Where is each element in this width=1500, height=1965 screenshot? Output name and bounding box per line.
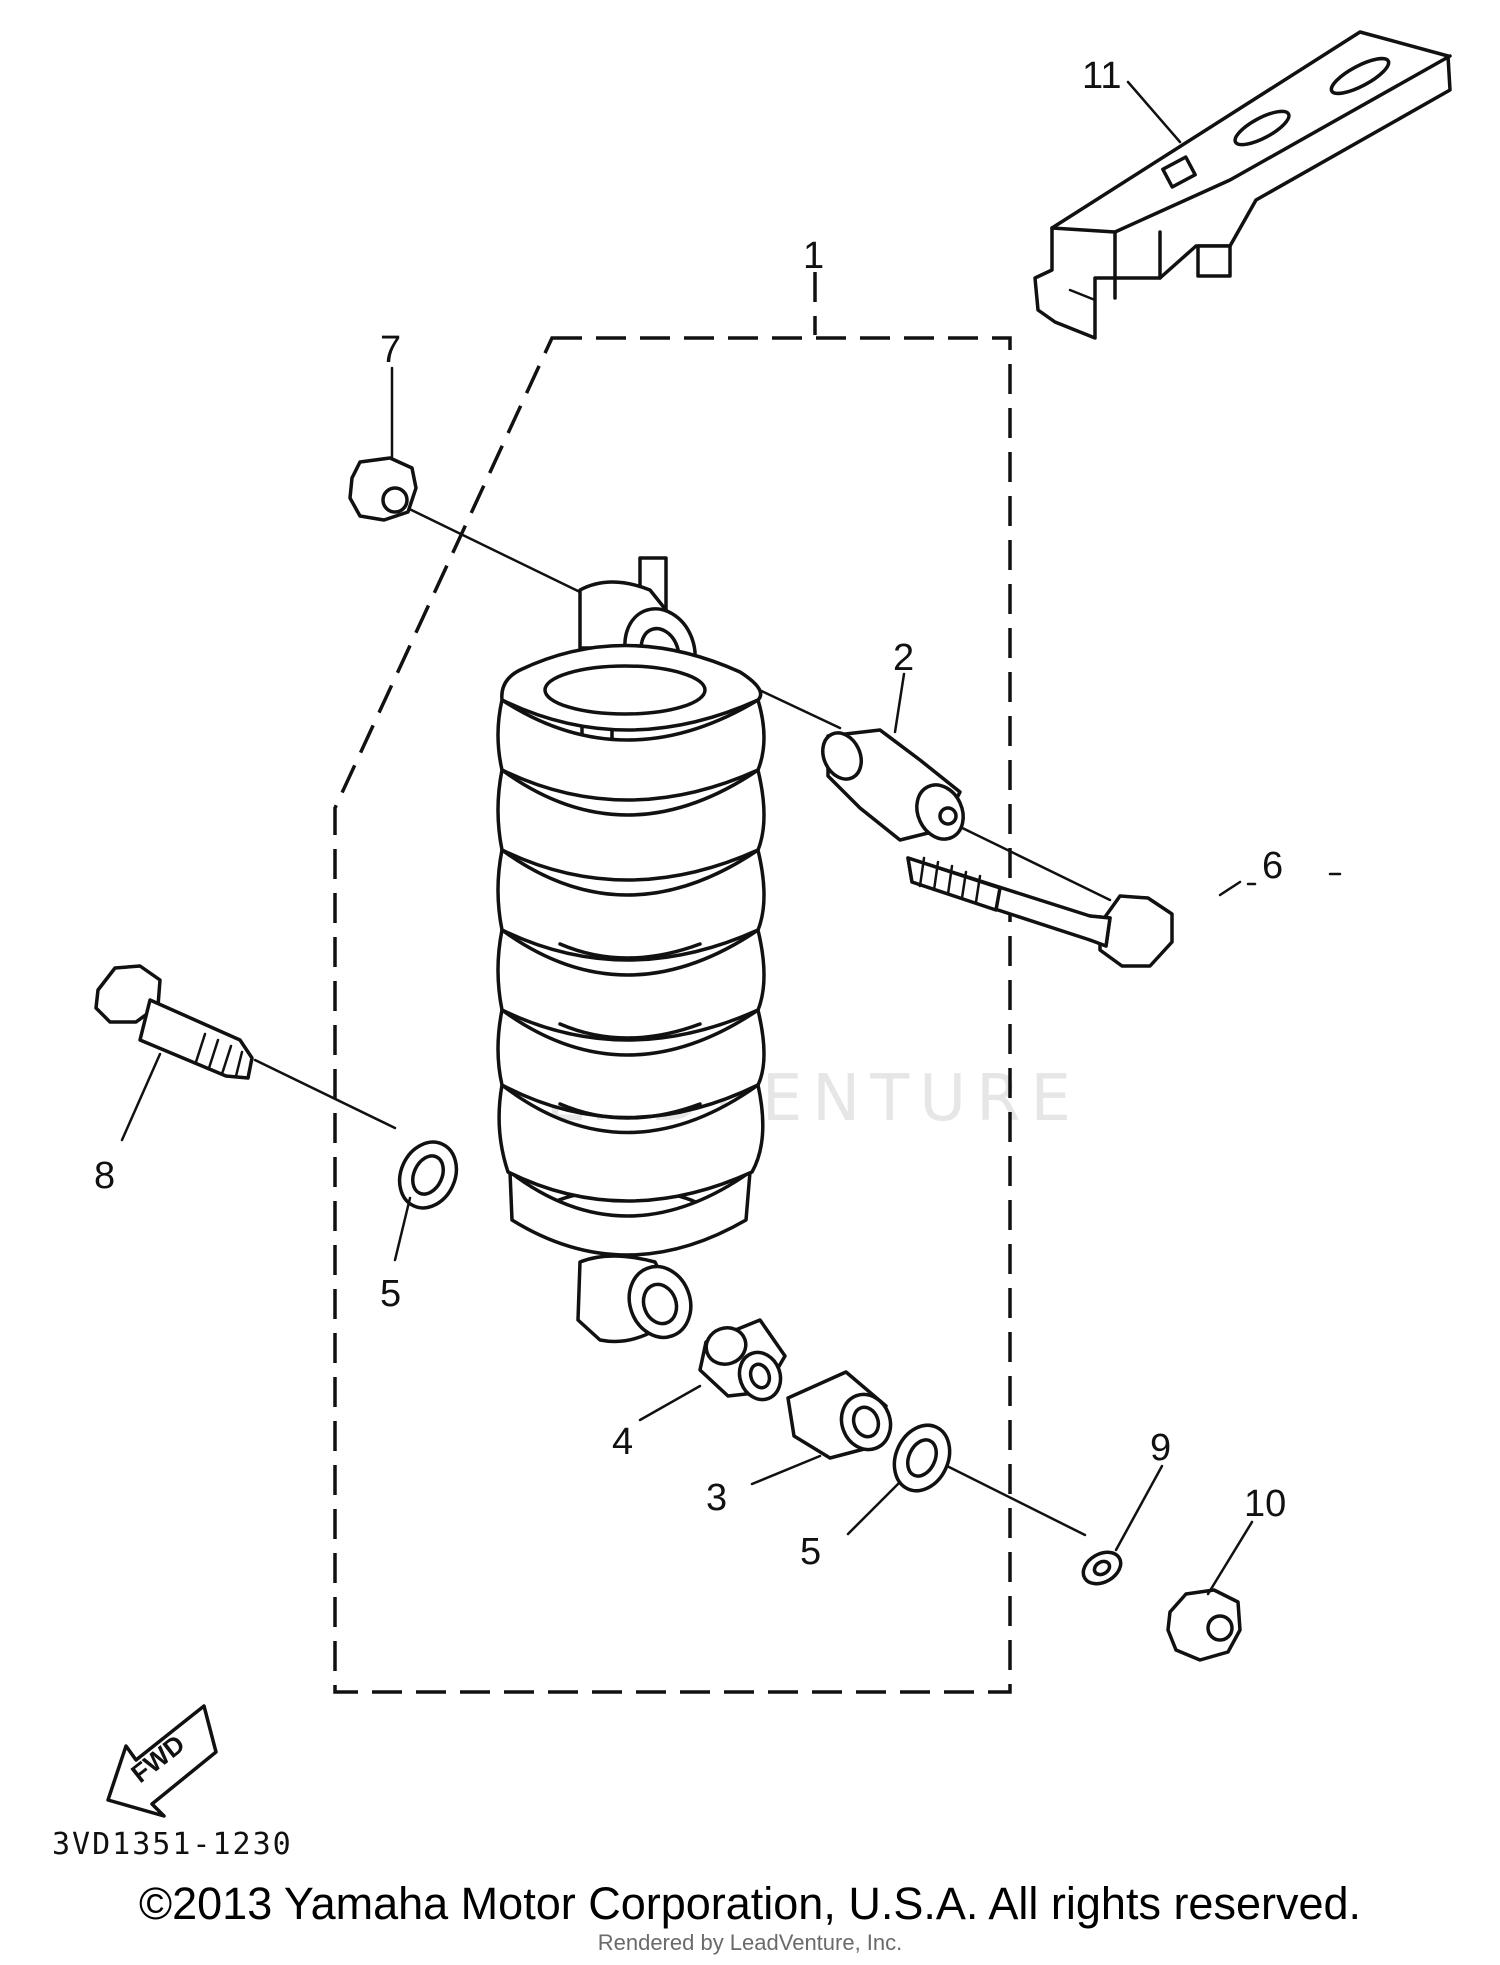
callout-2: 2 — [893, 637, 914, 679]
part-2-collar — [821, 728, 965, 842]
axis-line-bolt-6 — [948, 820, 1112, 902]
part-8-bolt — [94, 964, 254, 1080]
assembly-boundary — [333, 336, 1012, 1694]
part-7-nut — [348, 456, 418, 522]
callout-leader-9 — [1114, 1464, 1164, 1552]
axis-line-bolt-8 — [253, 1058, 397, 1130]
callout-8: 8 — [94, 1155, 115, 1197]
callout-3: 3 — [706, 1477, 727, 1519]
callout-7: 7 — [380, 329, 401, 371]
callout-leader-3 — [750, 1454, 822, 1486]
callout-4: 4 — [612, 1421, 633, 1463]
callout-leader-5-right — [846, 1480, 902, 1536]
axis-line-bottom-right — [923, 1453, 1087, 1537]
fwd-arrow: FWD — [106, 1704, 218, 1818]
callout-5-left: 5 — [380, 1273, 401, 1315]
callout-9: 9 — [1150, 1427, 1171, 1469]
part-4-sleeve — [698, 1318, 787, 1402]
callout-labels: 1 2 3 4 5 5 6 7 8 9 10 11 — [94, 55, 1286, 1573]
callout-10: 10 — [1244, 1483, 1286, 1525]
part-5-washer-right — [892, 1423, 952, 1493]
callout-5-right: 5 — [800, 1531, 821, 1573]
part-3-sleeve — [786, 1370, 893, 1460]
callout-6: 6 — [1262, 845, 1283, 887]
part-11-bracket — [1033, 30, 1452, 340]
callout-11: 11 — [1082, 55, 1121, 97]
part-6-bolt — [906, 856, 1174, 968]
callout-leader-6 — [1218, 880, 1242, 897]
drawing-code: 3VD1351-1230 — [52, 1827, 293, 1862]
render-credit: Rendered by LeadVenture, Inc. — [597, 1930, 903, 1955]
callout-leader-2 — [893, 672, 906, 734]
callout-leader-4 — [638, 1384, 702, 1422]
copyright-notice: ©2013 Yamaha Motor Corporation, U.S.A. A… — [138, 1878, 1362, 1929]
part-10-nut — [1166, 1588, 1242, 1662]
callout-leader-10 — [1206, 1520, 1254, 1596]
part-1-shock-absorber — [496, 556, 766, 1344]
callout-leader-5-left — [393, 1196, 412, 1262]
callout-leader-11 — [1126, 80, 1182, 144]
part-9-washer — [1081, 1550, 1123, 1586]
axis-line-top-left — [393, 500, 582, 594]
callout-leader-8 — [120, 1052, 162, 1142]
callout-1: 1 — [803, 235, 824, 277]
part-5-washer-left — [397, 1140, 459, 1210]
